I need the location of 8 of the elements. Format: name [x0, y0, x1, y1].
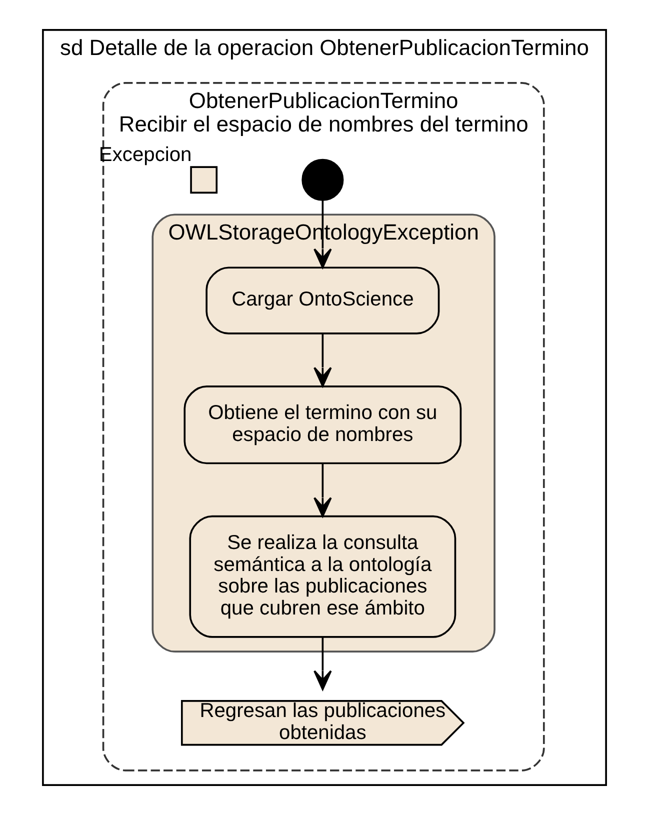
node-circle [302, 158, 344, 201]
arrow [314, 637, 332, 690]
node-box: Se realiza la consulta semántica a la ontología sobre las publicaciones que cubren ese ámbito [189, 515, 456, 638]
arrow [314, 334, 332, 387]
node-box [190, 166, 218, 194]
node-box: Cargar OntoScience [206, 266, 440, 334]
node-box: Obtiene el termino con su espacio de nombres [184, 386, 462, 464]
arrow [314, 463, 332, 518]
